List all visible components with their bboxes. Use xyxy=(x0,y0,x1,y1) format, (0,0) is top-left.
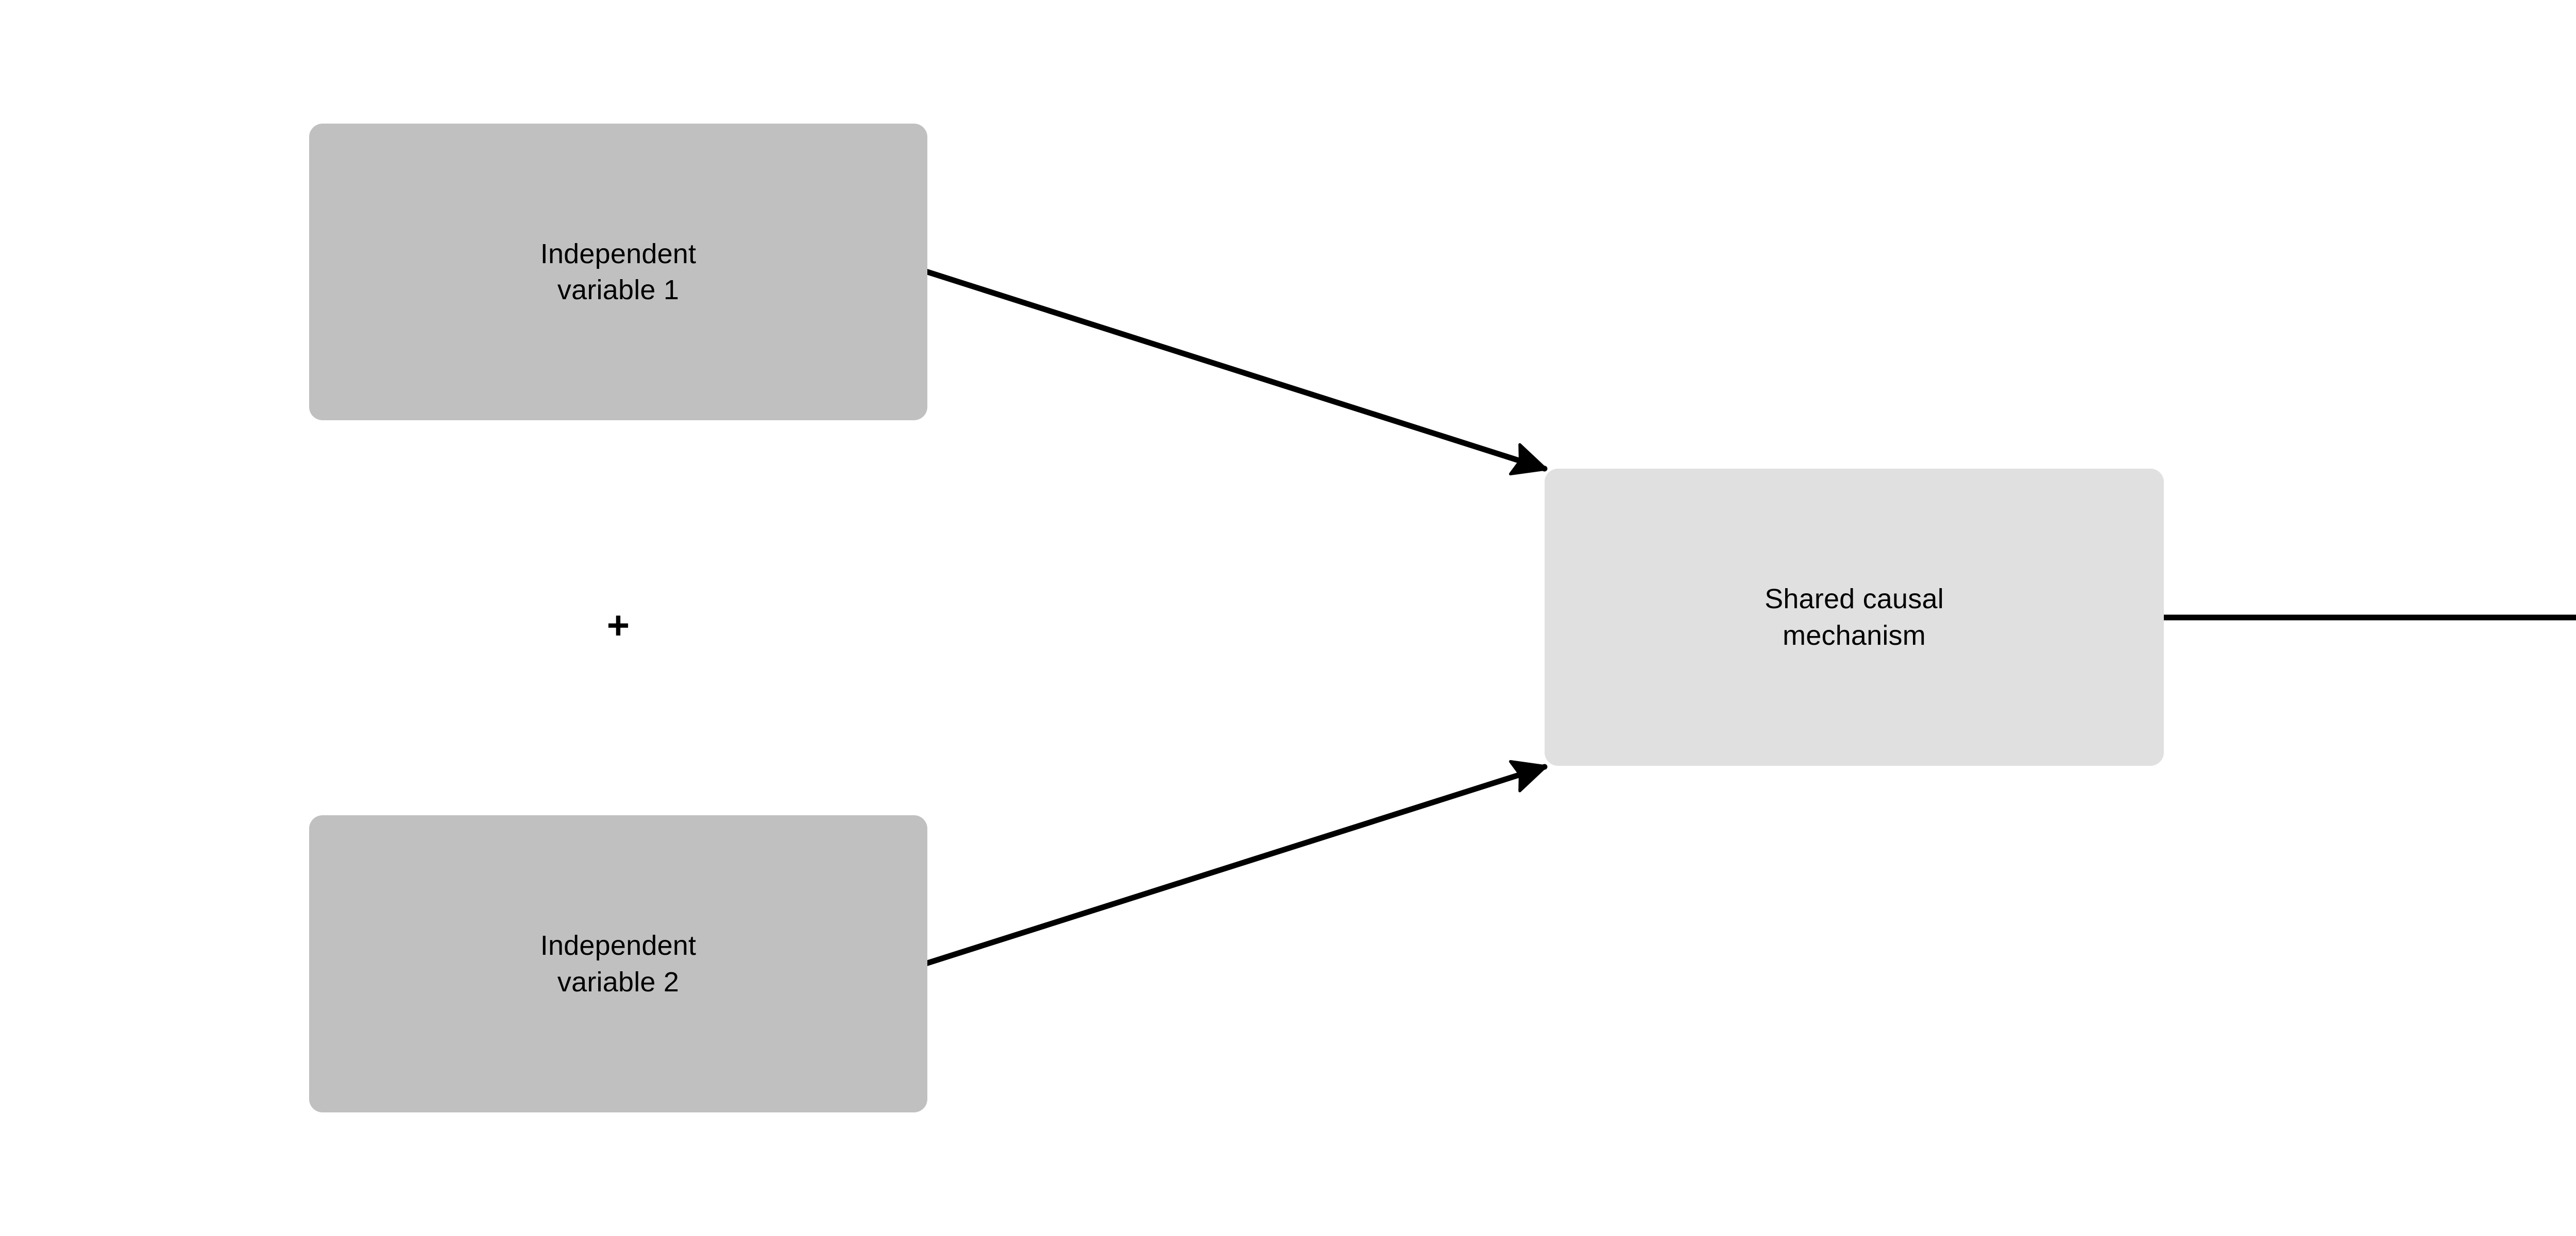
node-independent-variable-1[interactable]: Independent variable 1 xyxy=(309,124,927,420)
edge-iv2-to-mechanism xyxy=(923,760,1548,967)
edge-iv1-to-mechanism xyxy=(923,268,1548,476)
node-independent-variable-1-label: Independent variable 1 xyxy=(540,238,697,305)
node-shared-causal-mechanism[interactable]: Shared causal mechanism xyxy=(1545,469,2164,766)
node-independent-variable-2[interactable]: Independent variable 2 xyxy=(309,815,927,1112)
plus-operator-icon: + xyxy=(567,592,670,659)
node-shared-causal-mechanism-label: Shared causal mechanism xyxy=(1765,583,1944,651)
plus-operator-symbol: + xyxy=(606,604,630,647)
node-independent-variable-2-label: Independent variable 2 xyxy=(540,930,697,998)
